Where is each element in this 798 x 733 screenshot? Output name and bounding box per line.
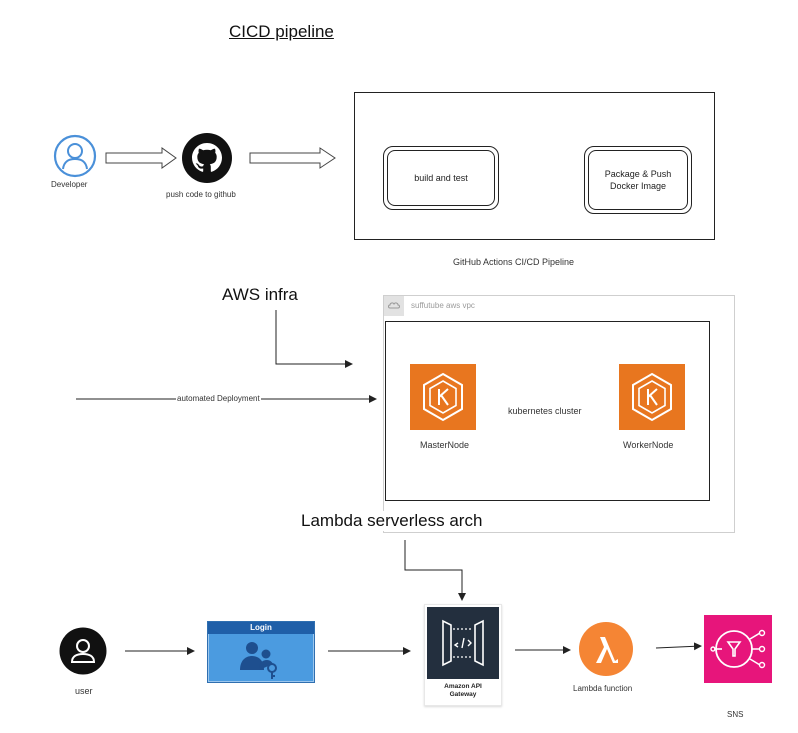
user-icon — [59, 627, 107, 675]
arrow-aws-infra-to-vpc — [275, 310, 353, 368]
package-push-step: Package & Push Docker Image — [584, 146, 692, 214]
login-title: Login — [208, 622, 314, 634]
automated-deployment-label: automated Deployment — [176, 394, 261, 403]
lambda-function-icon — [578, 621, 634, 677]
developer-icon — [53, 134, 97, 178]
api-gateway-label-line1: Amazon API — [444, 683, 482, 690]
login-window: Login — [207, 621, 315, 683]
api-gateway-icon — [427, 607, 499, 679]
pipeline-caption: GitHub Actions CI/CD Pipeline — [453, 257, 575, 267]
vpc-icon — [384, 296, 404, 316]
vpc-container — [383, 295, 735, 533]
arrow-github-to-pipeline — [249, 147, 336, 169]
build-and-test-step: build and test — [383, 146, 499, 210]
eks-worker-icon — [619, 364, 685, 430]
sns-label: SNS — [727, 710, 744, 719]
master-node-label: MasterNode — [420, 440, 470, 450]
cicd-title: CICD pipeline — [229, 22, 334, 41]
worker-node-label: WorkerNode — [623, 440, 674, 450]
package-push-label-line2: Docker Image — [609, 181, 666, 191]
api-gateway-card: Amazon API Gateway — [424, 604, 502, 706]
api-gateway-label-line2: Gateway — [449, 691, 477, 698]
github-label: push code to github — [166, 190, 236, 199]
aws-infra-title: AWS infra — [222, 285, 298, 304]
arrow-developer-to-github — [105, 147, 177, 169]
arrow-lambda-to-sns — [655, 642, 702, 651]
eks-master-icon — [410, 364, 476, 430]
developer-label: Developer — [51, 180, 88, 189]
github-icon — [181, 132, 233, 184]
lambda-function-label: Lambda function — [573, 684, 633, 693]
package-push-label-line1: Package & Push — [604, 169, 672, 179]
arrow-lambda-to-gateway — [404, 540, 466, 601]
user-label: user — [75, 686, 93, 696]
vpc-label: suffutube aws vpc — [411, 301, 475, 310]
sns-icon — [704, 615, 772, 683]
build-and-test-label: build and test — [414, 173, 468, 183]
lambda-title: Lambda serverless arch — [301, 511, 483, 531]
kubernetes-cluster-label: kubernetes cluster — [508, 406, 582, 416]
login-users-key-icon — [234, 636, 284, 680]
